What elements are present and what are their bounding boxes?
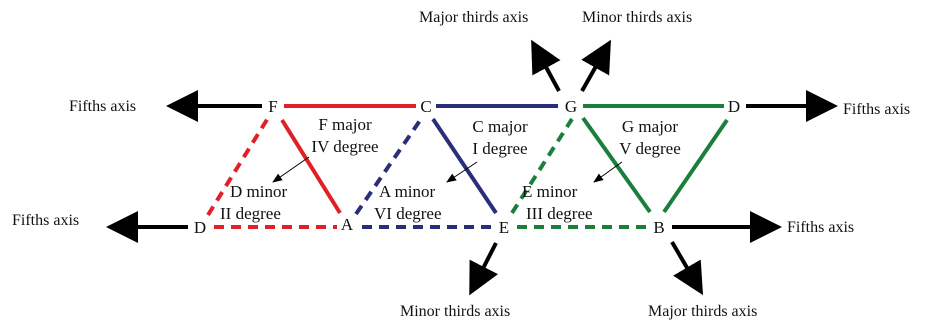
label-fifths-axis-right-bottom: Fifths axis bbox=[787, 219, 854, 236]
label-major-thirds-axis-bottom: Major thirds axis bbox=[648, 303, 757, 320]
pointer-f-major bbox=[272, 156, 310, 183]
label-minor-thirds-axis-top: Minor thirds axis bbox=[582, 9, 692, 26]
node-e: E bbox=[499, 218, 509, 237]
edge-g-b bbox=[581, 116, 652, 214]
pointer-g-major bbox=[593, 161, 623, 183]
chord-a-minor-name: A minor bbox=[379, 182, 436, 201]
edge-d-b bbox=[662, 118, 729, 214]
label-fifths-axis-left-bottom: Fifths axis bbox=[12, 212, 79, 229]
minor-thirds-axis-arrow-bottom bbox=[469, 242, 499, 296]
edge-c-e bbox=[431, 117, 498, 215]
chord-e-minor-name: E minor bbox=[522, 182, 578, 201]
label-major-thirds-axis-top: Major thirds axis bbox=[419, 9, 528, 26]
chord-c-major-degree: I degree bbox=[472, 139, 527, 158]
chord-d-minor-name: D minor bbox=[230, 182, 287, 201]
node-c: C bbox=[420, 97, 431, 116]
pointer-c-major bbox=[446, 161, 478, 183]
node-b: B bbox=[653, 218, 664, 237]
chord-d-minor-degree: II degree bbox=[220, 204, 281, 223]
chord-g-major-name: G major bbox=[622, 117, 679, 136]
edge-d-f bbox=[206, 116, 270, 217]
chord-f-major-name: F major bbox=[318, 115, 372, 134]
node-d-top: D bbox=[728, 97, 740, 116]
major-thirds-axis-arrow-bottom bbox=[670, 240, 704, 296]
chord-a-minor-degree: VI degree bbox=[374, 204, 442, 223]
node-a: A bbox=[341, 215, 354, 234]
node-g: G bbox=[565, 97, 577, 116]
chord-c-major-name: C major bbox=[472, 117, 528, 136]
edge-e-g bbox=[510, 117, 574, 215]
major-thirds-axis-arrow-top bbox=[531, 39, 561, 92]
node-f: F bbox=[268, 97, 277, 116]
edge-f-a bbox=[280, 118, 342, 215]
label-fifths-axis-left-top: Fifths axis bbox=[69, 98, 136, 115]
chord-e-minor-degree: III degree bbox=[526, 204, 593, 223]
label-fifths-axis-right-top: Fifths axis bbox=[843, 101, 910, 118]
label-minor-thirds-axis-bottom: Minor thirds axis bbox=[400, 303, 510, 320]
chord-f-major-degree: IV degree bbox=[311, 137, 378, 156]
chord-g-major-degree: V degree bbox=[619, 139, 681, 158]
edge-a-c bbox=[354, 117, 423, 216]
minor-thirds-axis-arrow-top bbox=[580, 39, 611, 92]
node-d-bottom: D bbox=[194, 218, 206, 237]
